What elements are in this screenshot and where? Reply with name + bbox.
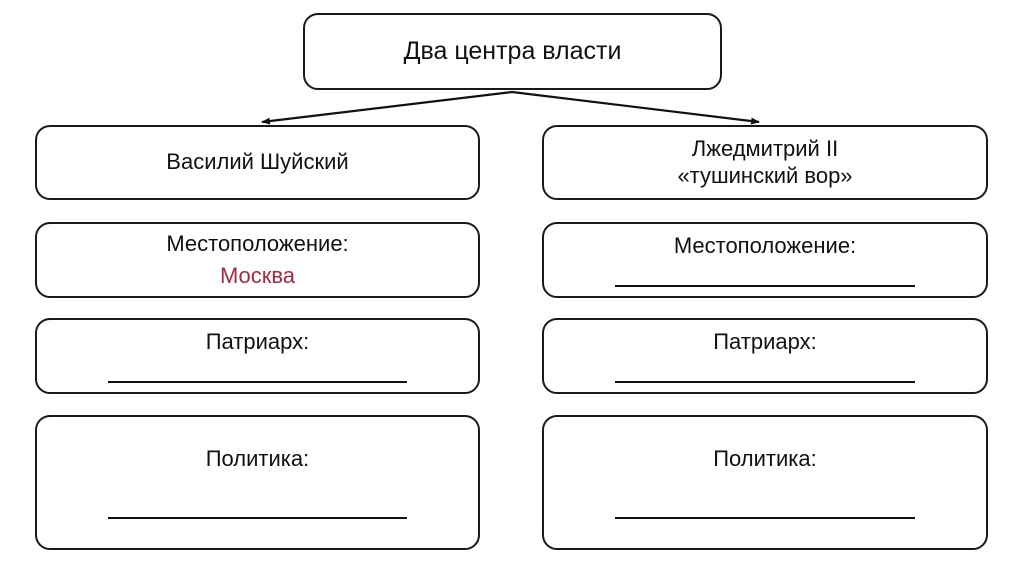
title-box: Два центра власти <box>303 13 722 90</box>
connector-left <box>261 90 513 125</box>
node-vasily-location: Местоположение: Москва <box>35 222 480 298</box>
label-patriarch-right: Патриарх: <box>713 328 817 354</box>
node-lzhedmitry-header-text: Лжедмитрий II «тушинский вор» <box>677 136 853 188</box>
blank-patriarch-left[interactable] <box>107 381 408 384</box>
label-patriarch-left: Патриарх: <box>205 328 310 354</box>
blank-location-right[interactable] <box>614 285 916 288</box>
node-vasily-patriarch: Патриарх: <box>35 318 480 394</box>
connector-right <box>511 90 760 125</box>
blank-policy-right[interactable] <box>614 516 916 519</box>
title-text: Два центра власти <box>403 36 622 65</box>
node-vasily-header-text: Василий Шуйский <box>166 149 349 175</box>
label-policy-right: Политика: <box>713 446 817 472</box>
node-lzhedmitry-patriarch: Патриарх: <box>542 318 988 394</box>
blank-patriarch-right[interactable] <box>614 381 916 384</box>
label-location-right: Местоположение: <box>673 232 857 258</box>
node-vasily-policy: Политика: <box>35 415 480 550</box>
node-lzhedmitry-location: Местоположение: <box>542 222 988 298</box>
value-location-left: Москва <box>219 263 296 288</box>
node-vasily-header: Василий Шуйский <box>35 125 480 200</box>
node-lzhedmitry-policy: Политика: <box>542 415 988 550</box>
node-lzhedmitry-header: Лжедмитрий II «тушинский вор» <box>542 125 988 200</box>
label-location-left: Местоположение: <box>166 230 349 256</box>
label-policy-left: Политика: <box>205 446 310 472</box>
blank-policy-left[interactable] <box>107 516 408 519</box>
